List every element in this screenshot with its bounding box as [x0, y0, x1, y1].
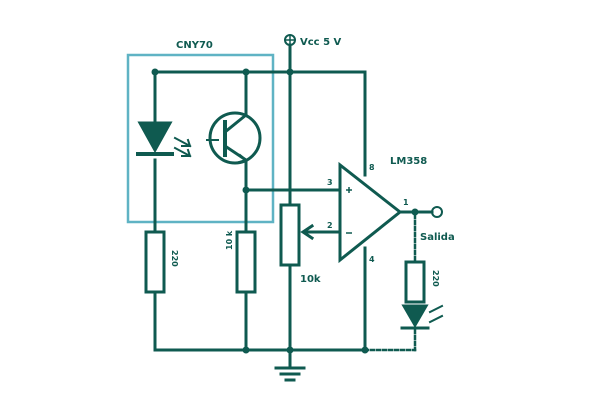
phototransistor-icon — [206, 111, 262, 165]
output-label: Salida — [420, 232, 455, 243]
op-amp-icon — [338, 161, 403, 264]
ground-icon — [274, 366, 306, 382]
pin-gnd-label: 4 — [369, 255, 375, 264]
pin-vcc-label: 8 — [369, 163, 375, 172]
resistor-220-output-label: 220 — [431, 270, 440, 287]
resistor-10k — [235, 230, 257, 294]
phototransistor-emitter-wire — [244, 158, 342, 352]
resistor-220-label: 220 — [170, 250, 179, 267]
vcc-label: Vcc 5 V — [300, 37, 342, 48]
potentiometer-label: 10k — [300, 274, 321, 285]
op-amp-polarity — [346, 187, 352, 234]
optocoupler-label: CNY70 — [176, 40, 213, 51]
potentiometer-wiper — [300, 223, 342, 241]
output-led-icon — [400, 304, 444, 330]
resistor-220-output — [404, 260, 426, 304]
pin-out-label: 1 — [403, 198, 409, 207]
pin-minus-label: 2 — [327, 221, 333, 230]
vcc-terminal-icon — [284, 34, 296, 46]
resistor-220 — [144, 230, 166, 294]
pin-plus-label: 3 — [327, 178, 333, 187]
potentiometer-10k — [279, 203, 301, 267]
ir-led-icon — [136, 121, 192, 158]
op-amp-label: LM358 — [390, 156, 427, 167]
optocoupler-box — [126, 53, 275, 224]
output-terminal-icon — [431, 206, 443, 218]
resistor-10k-label: 10 k — [225, 230, 234, 250]
junction-dots — [151, 68, 419, 354]
vcc-rail — [153, 43, 367, 352]
